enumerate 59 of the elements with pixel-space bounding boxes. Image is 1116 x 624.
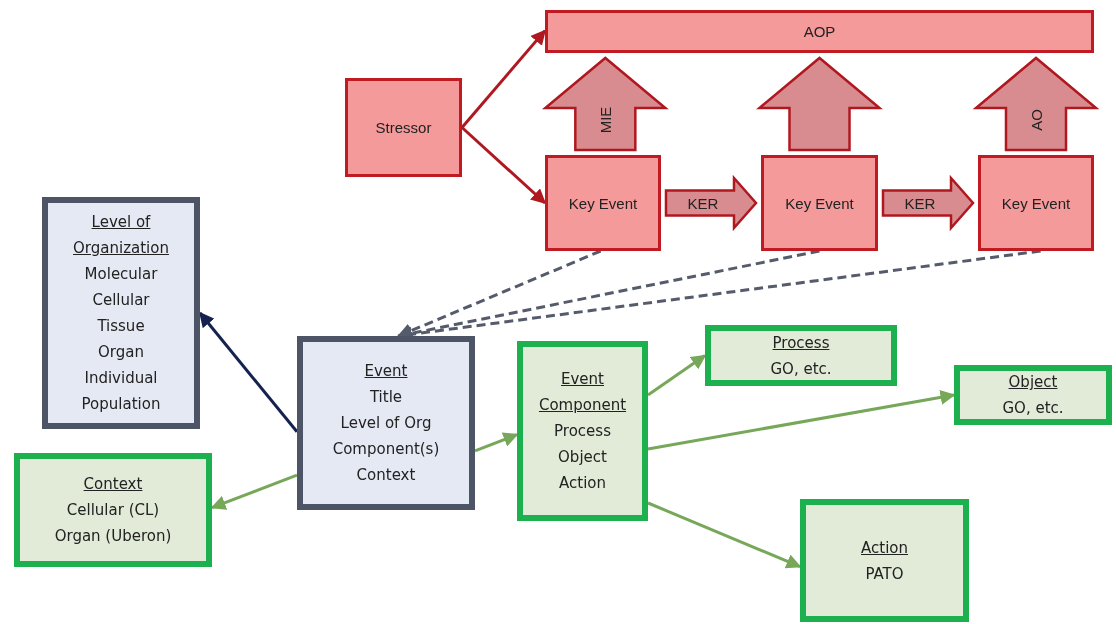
box-text: Context — [356, 465, 416, 486]
process-box — [545, 155, 661, 251]
box-text: Organ — [98, 342, 144, 363]
box-text: Individual — [84, 368, 158, 389]
box-text: Population — [81, 394, 161, 415]
arrow — [210, 473, 298, 510]
box-text: Key Event — [568, 194, 638, 212]
box-heading: Process — [772, 332, 830, 354]
ontology-box — [954, 365, 1112, 425]
box-text: GO, etc. — [1002, 398, 1064, 419]
info-box — [42, 197, 200, 429]
edge-label: AO — [1028, 109, 1044, 131]
block-arrow — [664, 174, 758, 232]
box-text: PATO — [865, 563, 904, 585]
box-heading: Event Component — [537, 369, 628, 416]
arrow — [198, 311, 299, 433]
block-arrow — [972, 56, 1100, 152]
info-box — [297, 336, 475, 510]
ontology-box — [705, 325, 897, 386]
box-text: Stressor — [375, 119, 432, 136]
edge-label: KER — [687, 195, 719, 211]
arrow — [474, 432, 519, 453]
block-arrow — [881, 174, 975, 232]
box-text: Title — [369, 387, 403, 408]
block-arrow — [541, 56, 669, 152]
box-heading: Context — [83, 474, 143, 495]
box-text: AOP — [803, 23, 836, 40]
arrow — [647, 389, 956, 451]
ontology-box — [517, 341, 648, 521]
edge-label: KER — [904, 195, 936, 211]
box-text: Cellular (CL) — [66, 500, 160, 521]
box-text: GO, etc. — [770, 358, 832, 380]
process-box — [345, 78, 462, 177]
aop-bar — [545, 10, 1094, 53]
box-heading: Event — [364, 361, 408, 382]
arrow — [460, 29, 547, 129]
box-text: Key Event — [785, 194, 854, 212]
process-box — [978, 155, 1094, 251]
ontology-box — [14, 453, 212, 567]
box-heading: Action — [861, 537, 908, 559]
box-text: Tissue — [97, 316, 145, 337]
box-text: Molecular — [84, 264, 158, 285]
arrow — [461, 126, 547, 205]
box-heading: Level of Organization — [72, 212, 170, 259]
box-text: Component(s) — [332, 439, 440, 460]
box-text: Process — [554, 421, 611, 442]
box-text: Key Event — [1001, 194, 1071, 212]
edge-label: MIE — [597, 106, 613, 134]
box-text: Organ (Uberon) — [54, 526, 172, 547]
box-text: Cellular — [92, 290, 150, 311]
arrow — [647, 501, 802, 569]
box-text: Level of Org — [340, 413, 432, 434]
box-text: Action — [559, 473, 606, 494]
box-text: Object — [558, 447, 607, 468]
block-arrow — [756, 56, 883, 152]
arrow — [647, 354, 707, 397]
ontology-box — [800, 499, 969, 622]
box-heading: Object — [1008, 372, 1058, 393]
process-box — [761, 155, 878, 251]
